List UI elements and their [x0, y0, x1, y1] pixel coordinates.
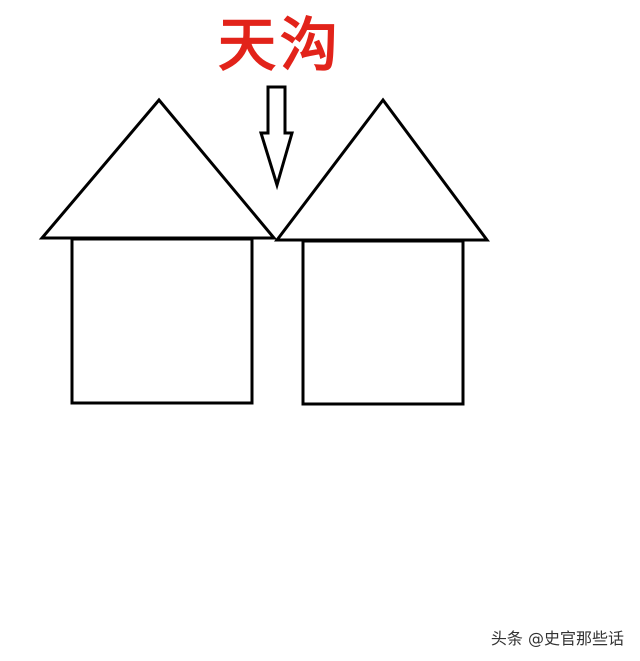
down-arrow-icon	[258, 85, 294, 191]
source-watermark: 头条 @史官那些话	[490, 629, 624, 648]
left-house-roof	[38, 97, 278, 240]
right-house-wall	[301, 239, 465, 406]
diagram-title: 天沟	[217, 11, 342, 79]
right-house-roof	[273, 97, 490, 242]
left-house-wall	[70, 237, 254, 405]
